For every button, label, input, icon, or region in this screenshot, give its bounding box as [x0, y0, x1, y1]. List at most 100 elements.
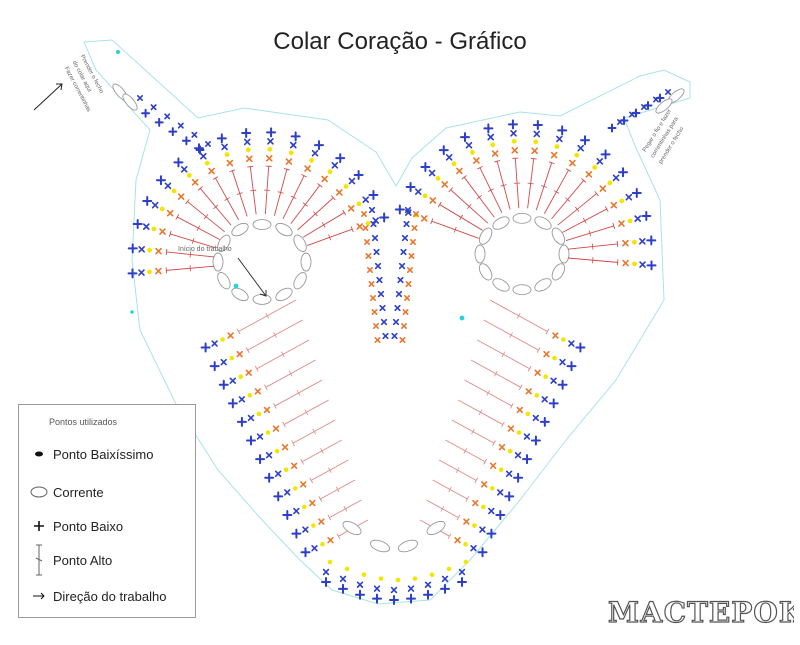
orange-stitch [374, 324, 378, 328]
blue-x-stitch [640, 262, 645, 267]
yellow-stitch [423, 193, 428, 198]
blue-x-stitch [303, 527, 308, 532]
orange-stitch [412, 226, 416, 230]
yellow-stitch [555, 144, 560, 149]
strap-stitch [138, 96, 142, 100]
yellow-stitch [187, 173, 192, 178]
blue-x-stitch [626, 195, 631, 200]
orange-stitch [600, 186, 605, 191]
ponto-baixo [292, 132, 300, 140]
ponto-alto [449, 188, 488, 224]
ponto-alto [477, 166, 502, 212]
orange-stitch [301, 482, 306, 487]
yellow-stitch [552, 356, 557, 361]
blue-x-stitch [640, 239, 645, 244]
yellow-stitch [447, 567, 452, 572]
ponto-alto [563, 206, 609, 232]
yellow-stitch [362, 572, 367, 577]
orange-stitch [493, 151, 498, 156]
blue-x-stitch [380, 306, 385, 311]
blue-x-stitch [471, 546, 476, 551]
right-hole-chain [533, 276, 554, 294]
blue-x-stitch [276, 471, 281, 476]
ponto-alto [283, 400, 329, 427]
ponto-baixo [301, 548, 309, 556]
yellow-stitch [267, 147, 272, 152]
yellow-stitch [225, 152, 230, 157]
ponto-baixo [407, 183, 415, 191]
ponto-baixo [559, 381, 567, 389]
marker-dot [234, 284, 239, 289]
orange-stitch [430, 198, 435, 203]
blue-x-stitch [363, 197, 368, 202]
blue-x-stitch [466, 143, 471, 148]
yellow-stitch [344, 184, 349, 189]
blue-x-stitch [443, 576, 448, 581]
legend-box: Pontos utilizados Ponto Baixíssimo Corre… [18, 404, 196, 618]
blue-x-stitch [488, 135, 493, 140]
ponto-baixo [134, 220, 142, 228]
strap-chain [121, 92, 140, 112]
yellow-stitch [345, 567, 350, 572]
blue-x-stitch [285, 490, 290, 495]
ponto-alto [558, 191, 599, 225]
orange-stitch [363, 226, 367, 230]
blue-x-stitch [313, 151, 318, 156]
ponto-baixo [642, 212, 650, 220]
yellow-stitch [320, 542, 325, 547]
orange-stitch [457, 168, 462, 173]
ponto-baixo [195, 144, 203, 152]
yellow-stitch [152, 227, 157, 232]
yellow-stitch [632, 240, 637, 245]
orange-stitch [405, 296, 409, 300]
ponto-baixo [322, 578, 330, 586]
yellow-stitch [592, 165, 597, 170]
ponto-alto [433, 480, 469, 502]
blue-x-stitch [426, 582, 431, 587]
orange-stitch [366, 254, 370, 258]
yellow-stitch [490, 486, 495, 491]
yellow-stitch [517, 430, 522, 435]
orange-stitch [535, 370, 540, 375]
orange-stitch [517, 408, 522, 413]
blue-x-stitch [551, 378, 556, 383]
blue-x-stitch [230, 378, 235, 383]
ponto-alto [431, 218, 479, 238]
orange-stitch [168, 211, 173, 216]
ponto-alto [544, 169, 571, 214]
blue-x-stitch [392, 334, 397, 339]
yellow-stitch [275, 449, 280, 454]
ponto-alto [319, 480, 355, 502]
yellow-stitch [436, 176, 441, 181]
ponto-alto [471, 360, 522, 390]
orange-stitch [349, 206, 354, 211]
plus-icon [29, 520, 49, 532]
blue-x-stitch [395, 306, 400, 311]
blue-x-stitch [525, 434, 530, 439]
blue-x-stitch [480, 527, 485, 532]
ponto-baixo [541, 418, 549, 426]
blue-x-stitch [144, 224, 149, 229]
ponto-alto [198, 187, 231, 226]
orange-stitch [209, 169, 214, 174]
blue-x-stitch [201, 154, 206, 159]
orange-stitch [247, 156, 252, 161]
orange-stitch [611, 203, 616, 208]
blue-x-stitch [416, 189, 421, 194]
right-hole-chain [559, 245, 569, 263]
ponto-baixo [534, 121, 542, 129]
ponto-baixo [568, 362, 576, 370]
orange-stitch [455, 538, 460, 543]
strap-stitch [609, 125, 616, 132]
ponto-baixo [576, 344, 584, 352]
blue-x-stitch [324, 570, 329, 575]
yellow-stitch [413, 576, 418, 581]
yellow-stitch [246, 147, 251, 152]
orange-stitch [473, 501, 478, 506]
strap-stitch [666, 90, 670, 94]
right-hole-chain [475, 245, 485, 263]
orange-stitch [305, 166, 310, 171]
blue-x-stitch [374, 250, 379, 255]
yellow-stitch [632, 261, 637, 266]
right-hole-chain [550, 226, 568, 247]
